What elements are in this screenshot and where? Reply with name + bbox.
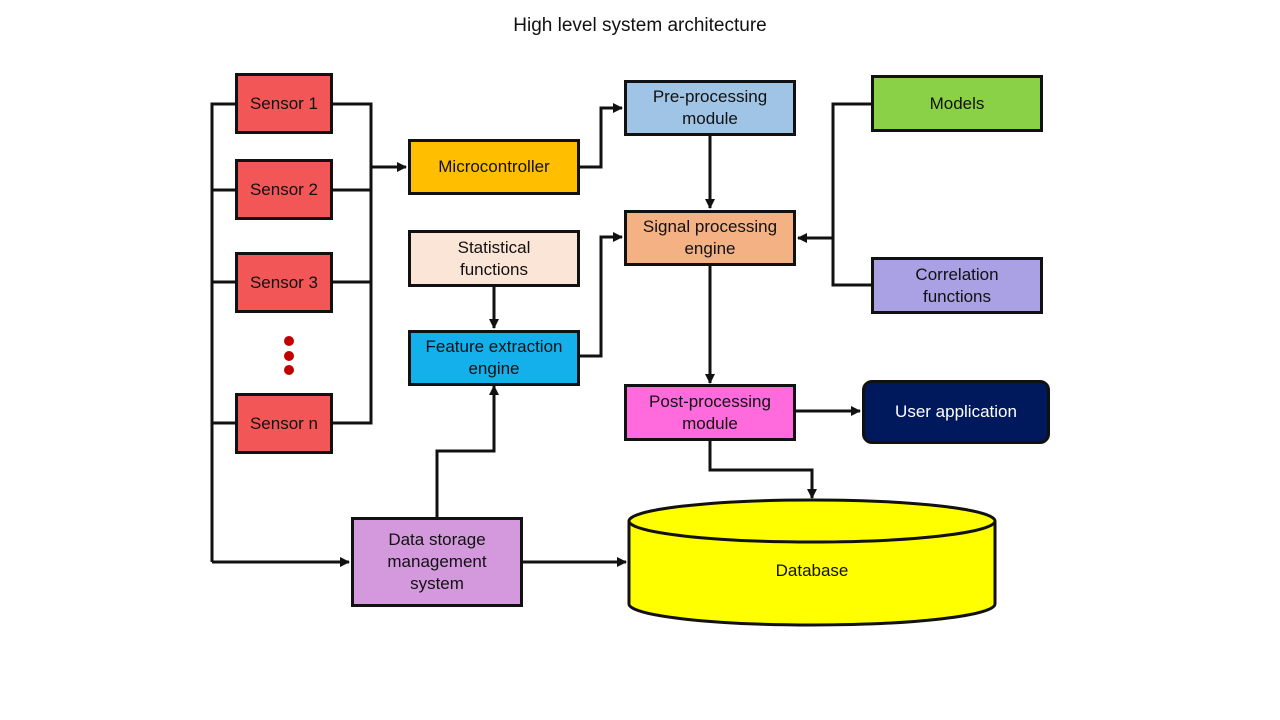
preprocessing-label-line1: Pre-processing bbox=[652, 87, 768, 106]
sensor-1-label: Sensor 1 bbox=[249, 93, 319, 113]
statistical-label-line1: Statistical bbox=[457, 237, 531, 257]
sensor-1-box: Sensor 1 bbox=[235, 73, 333, 134]
correlation-label-line1: Correlation bbox=[915, 264, 999, 284]
data-storage-to-feature-arrow bbox=[435, 385, 499, 518]
feature-extraction-label-line1: Feature extraction bbox=[425, 337, 563, 356]
postprocessing-box: Post-processing module bbox=[624, 384, 796, 441]
database-label: Database bbox=[775, 561, 849, 580]
postprocessing-label-line1: Post-processing bbox=[649, 391, 771, 411]
postprocessing-label-line2: module bbox=[682, 413, 738, 433]
diagram-title: High level system architecture bbox=[513, 15, 767, 36]
preprocessing-box: Pre-processing module bbox=[624, 80, 796, 136]
models-correlation-bus bbox=[831, 102, 871, 287]
data-storage-label-line1: Data storage bbox=[388, 530, 486, 549]
data-storage-box: Data storage management system bbox=[351, 517, 523, 607]
sensor-3-label: Sensor 3 bbox=[249, 272, 319, 292]
signal-processing-label-line2: engine bbox=[684, 239, 736, 258]
feature-to-signal-arrow bbox=[579, 232, 623, 358]
sensor-n-label: Sensor n bbox=[249, 413, 319, 433]
sensor-bus-left bbox=[210, 102, 236, 562]
database-cylinder bbox=[627, 498, 997, 627]
sensor-2-box: Sensor 2 bbox=[235, 159, 333, 220]
data-storage-label-line2: management bbox=[387, 552, 487, 571]
statistical-label-line2: functions bbox=[459, 259, 529, 279]
models-label: Models bbox=[929, 93, 985, 113]
sensor-bus-right bbox=[332, 102, 373, 425]
postprocessing-to-database-arrow bbox=[708, 440, 817, 499]
sensor-n-box: Sensor n bbox=[235, 393, 333, 454]
microcontroller-box: Microcontroller bbox=[408, 139, 580, 195]
feature-extraction-box: Feature extraction engine bbox=[408, 330, 580, 386]
signal-processing-label-line1: Signal processing bbox=[642, 217, 778, 236]
correlation-label-line2: functions bbox=[922, 286, 992, 306]
sensor-3-box: Sensor 3 bbox=[235, 252, 333, 313]
microcontroller-to-preprocessing-arrow bbox=[579, 103, 623, 169]
preprocessing-label-line2: module bbox=[682, 109, 738, 128]
feature-extraction-label-line2: engine bbox=[468, 359, 520, 378]
correlation-functions-box: Correlation functions bbox=[871, 257, 1043, 314]
sensor-ellipsis-dots bbox=[284, 336, 294, 375]
models-box: Models bbox=[871, 75, 1043, 132]
signal-processing-box: Signal processing engine bbox=[624, 210, 796, 266]
data-storage-label-line3: system bbox=[410, 574, 464, 593]
microcontroller-label: Microcontroller bbox=[438, 157, 550, 176]
user-application-label: User application bbox=[895, 402, 1017, 421]
user-application-box: User application bbox=[862, 380, 1050, 444]
sensor-2-label: Sensor 2 bbox=[249, 179, 319, 199]
statistical-functions-box: Statistical functions bbox=[408, 230, 580, 287]
